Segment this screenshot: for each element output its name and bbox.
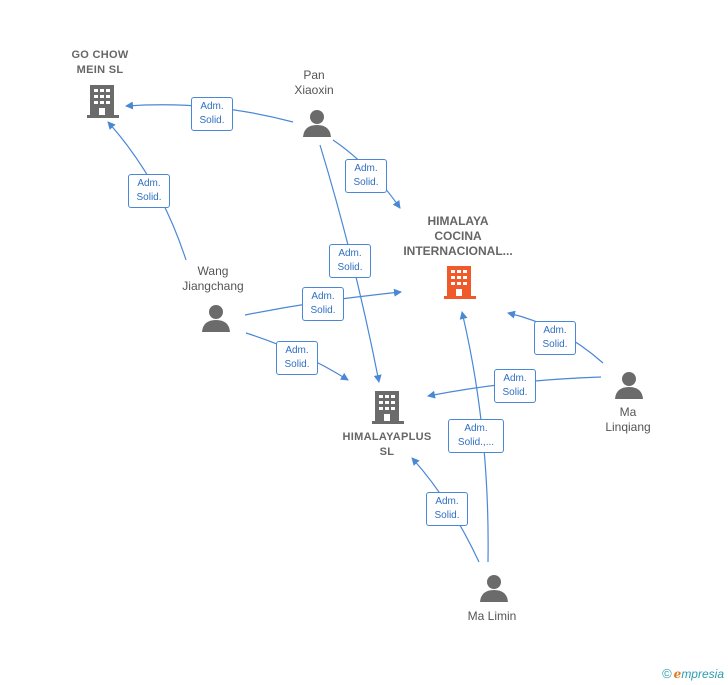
person-label-wang[interactable]: Wang Jiangchang bbox=[182, 264, 244, 293]
person-icon bbox=[480, 575, 508, 602]
edge-label-wang-himalayaplus[interactable]: Adm.Solid. bbox=[276, 341, 318, 375]
empresia-logo[interactable]: ©empresia bbox=[662, 666, 724, 681]
edge-label-pan-gochow[interactable]: Adm.Solid. bbox=[191, 97, 233, 131]
edge-label-malimin-himalaya[interactable]: Adm.Solid.,... bbox=[448, 419, 504, 453]
building-icon bbox=[372, 391, 404, 424]
person-icon bbox=[202, 305, 230, 332]
edge-label-wang-himalaya[interactable]: Adm.Solid. bbox=[302, 287, 344, 321]
person-icon bbox=[303, 110, 331, 137]
edge-label-malinqiang-himalayaplus[interactable]: Adm.Solid. bbox=[494, 369, 536, 403]
edge-label-wang-gochow[interactable]: Adm.Solid. bbox=[128, 174, 170, 208]
edge-label-pan-himalayaplus[interactable]: Adm.Solid. bbox=[329, 244, 371, 278]
edge-label-malimin-himalayaplus[interactable]: Adm.Solid. bbox=[426, 492, 468, 526]
copyright-symbol: © bbox=[662, 666, 672, 681]
company-label-himalaya[interactable]: HIMALAYA COCINA INTERNACIONAL... bbox=[403, 214, 513, 258]
company-label-himalayaplus[interactable]: HIMALAYAPLUS SL bbox=[342, 431, 432, 458]
logo-text: mpresia bbox=[681, 667, 724, 681]
building-icon bbox=[444, 266, 476, 299]
edge-label-malinqiang-himalaya[interactable]: Adm.Solid. bbox=[534, 321, 576, 355]
person-label-malinqiang[interactable]: Ma Linqiang bbox=[605, 405, 651, 434]
logo-e: e bbox=[673, 667, 682, 681]
company-label-gochow[interactable]: GO CHOW MEIN SL bbox=[71, 49, 129, 76]
person-icon bbox=[615, 372, 643, 399]
building-icon bbox=[87, 85, 119, 118]
person-label-pan[interactable]: Pan Xiaoxin bbox=[294, 68, 334, 97]
person-label-malimin[interactable]: Ma Limin bbox=[467, 609, 517, 623]
edge-label-pan-himalaya[interactable]: Adm.Solid. bbox=[345, 159, 387, 193]
